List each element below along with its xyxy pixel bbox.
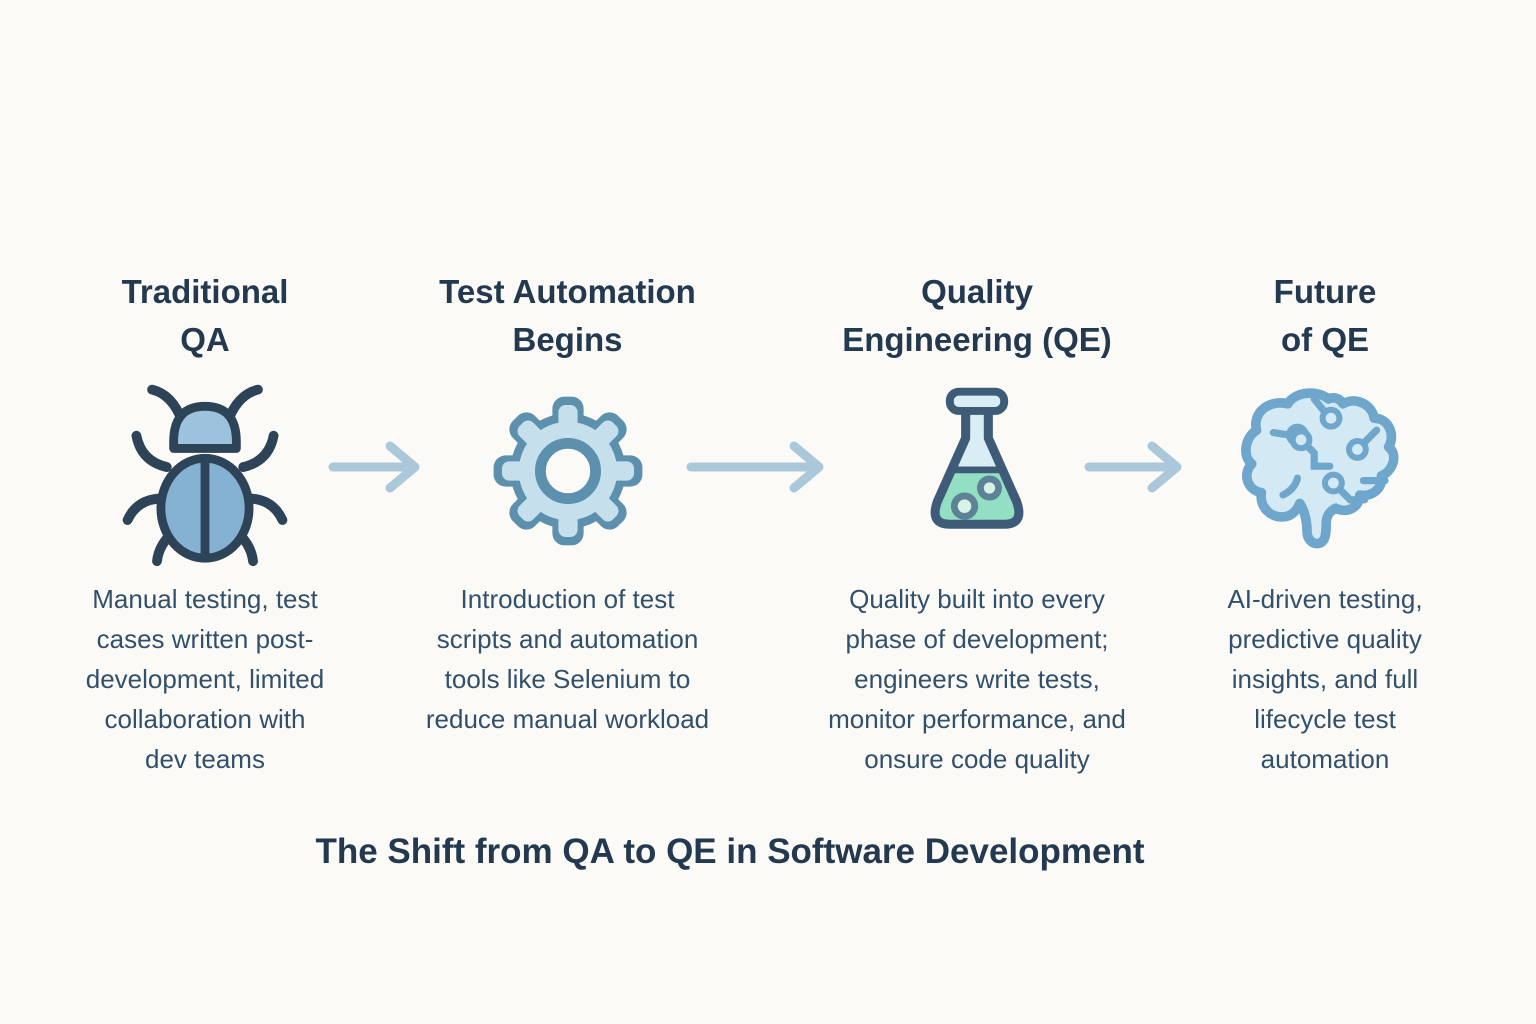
- stage-description: Introduction of test scripts and automat…: [425, 584, 710, 734]
- bug-icon: [119, 368, 291, 573]
- stage-title: Future of QE: [1273, 273, 1377, 358]
- stage-title: Quality Engineering (QE): [842, 273, 1112, 358]
- stage-description: Manual testing, test cases written post-…: [85, 584, 325, 774]
- arrow-icon: [1084, 439, 1184, 500]
- stage-description: Quality built into every phase of develo…: [828, 584, 1126, 774]
- arrow-icon: [686, 439, 826, 500]
- stage-test-automation: Test Automation Begins: [395, 268, 740, 739]
- arrow-icon: [328, 439, 422, 500]
- brain-icon: [1235, 368, 1415, 573]
- gear-icon: [484, 368, 652, 573]
- stage-quality-engineering: Quality Engineering (QE) Quality built i…: [781, 268, 1173, 779]
- flask-icon: [909, 368, 1045, 573]
- stage-title: Traditional QA: [121, 273, 289, 358]
- page-title: The Shift from QA to QE in Software Deve…: [315, 832, 1145, 871]
- stage-traditional-qa: Traditional QA Manual testing, test cas: [40, 268, 370, 779]
- stage-description: AI-driven testing, predictive quality in…: [1227, 584, 1423, 774]
- stage-title: Test Automation Begins: [439, 273, 696, 358]
- stage-future-of-qe: Future of QE: [1150, 268, 1500, 779]
